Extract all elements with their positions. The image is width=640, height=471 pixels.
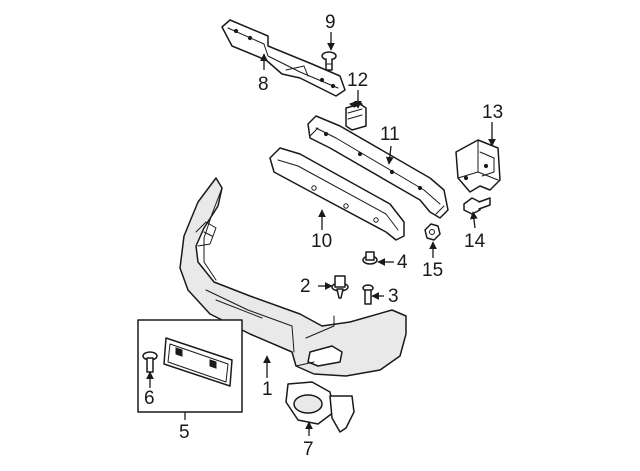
callout-15: 15 xyxy=(422,260,443,281)
energy-absorber xyxy=(269,147,405,241)
callout-11: 11 xyxy=(380,124,400,145)
hex-nut xyxy=(424,223,441,241)
callout-6: 6 xyxy=(144,388,155,409)
callout-10: 10 xyxy=(311,231,332,252)
callout-13: 13 xyxy=(482,102,503,123)
clip-part xyxy=(345,100,367,131)
callout-2: 2 xyxy=(300,276,311,297)
callout-14: 14 xyxy=(464,231,486,252)
flange-bolt xyxy=(463,197,491,215)
push-retainer xyxy=(331,275,349,299)
reinforcement-beam xyxy=(307,115,449,219)
callout-labels: 1 2 3 4 5 6 7 8 9 10 11 12 13 14 15 xyxy=(144,12,503,460)
callout-3: 3 xyxy=(388,286,399,307)
callout-4: 4 xyxy=(397,252,408,273)
fog-lamp-bezel xyxy=(285,381,355,433)
callout-8: 8 xyxy=(258,74,269,95)
callout-7: 7 xyxy=(303,439,314,460)
callout-12: 12 xyxy=(347,70,368,91)
callout-9: 9 xyxy=(325,12,336,33)
license-bracket-group xyxy=(137,319,243,413)
callout-5: 5 xyxy=(179,422,190,443)
push-clip xyxy=(321,51,337,71)
leader-lines xyxy=(146,32,496,436)
callout-1: 1 xyxy=(262,379,273,400)
screw xyxy=(362,284,374,305)
license-bolt xyxy=(142,351,158,373)
side-bracket xyxy=(455,139,501,193)
small-clip xyxy=(362,251,378,265)
